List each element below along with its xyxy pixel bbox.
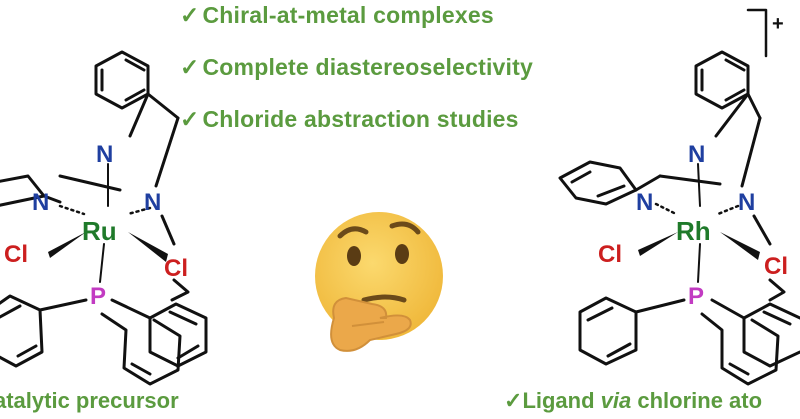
thinking-face-icon: [315, 212, 443, 352]
ru-n-top: N: [96, 141, 113, 168]
check-icon: ✓: [180, 54, 200, 80]
claim-diastereoselectivity: ✓Complete diastereoselectivity: [180, 54, 533, 81]
caption-right-italic: via: [600, 388, 632, 413]
rh-metal: Rh: [676, 216, 711, 246]
claim-text: Chiral-at-metal complexes: [202, 2, 494, 28]
caption-right: ✓Ligand via chlorine ato: [504, 388, 762, 414]
rh-n-top: N: [688, 141, 705, 168]
rh-n-right: N: [738, 189, 755, 216]
claim-text: Complete diastereoselectivity: [202, 54, 533, 80]
rh-n-left: N: [636, 189, 653, 216]
caption-left: atalytic precursor: [0, 388, 179, 413]
rh-cl-left: Cl: [598, 241, 622, 268]
ru-p: P: [90, 283, 106, 310]
rh-cl-right: Cl: [764, 253, 788, 280]
ru-metal: Ru: [82, 216, 117, 246]
caption-right-after: chlorine ato: [631, 388, 763, 413]
ru-cl-right: Cl: [164, 255, 188, 282]
ru-n-left: N: [32, 189, 49, 216]
check-icon: ✓: [180, 106, 200, 132]
ru-cl-left: Cl: [4, 241, 28, 268]
claim-text: Chloride abstraction studies: [202, 106, 519, 132]
check-icon: ✓: [180, 2, 200, 28]
claim-chloride-abstraction: ✓Chloride abstraction studies: [180, 106, 519, 133]
rhodium-complex: [558, 8, 800, 386]
check-icon: ✓: [504, 388, 523, 413]
claim-chiral-at-metal: ✓Chiral-at-metal complexes: [180, 2, 494, 29]
caption-right-before: Ligand: [522, 388, 601, 413]
rh-charge: +: [772, 13, 784, 35]
ruthenium-complex: [0, 50, 208, 386]
ru-n-right: N: [144, 189, 161, 216]
rh-p: P: [688, 283, 704, 310]
